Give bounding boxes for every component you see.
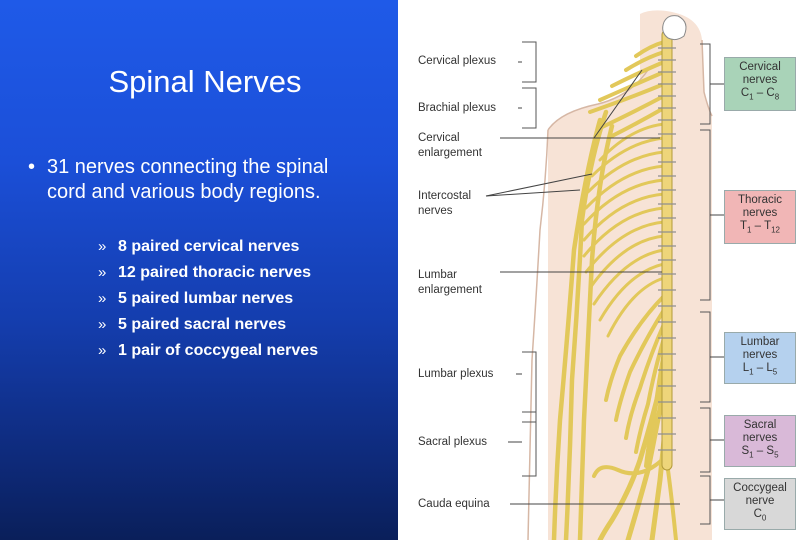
leader-lines xyxy=(485,61,724,505)
sub-bullet-text: 1 pair of coccygeal nerves xyxy=(118,342,319,359)
region-box-cervical: Cervical nerves C1 – C8 xyxy=(724,57,796,111)
label-cervical-enlargement: Cervical enlargement xyxy=(418,131,482,161)
box-range: L1 – L5 xyxy=(742,362,778,377)
slide-title: Spinal Nerves xyxy=(108,64,302,99)
box-range: C0 xyxy=(753,508,767,523)
sub-bullet-item: » 12 paired thoracic nerves xyxy=(98,262,318,288)
sub-bullet-item: » 5 paired lumbar nerves xyxy=(98,288,318,314)
label-line: Cervical xyxy=(418,132,460,144)
label-line: nerves xyxy=(418,205,453,217)
sub-bullet-marker: » xyxy=(98,238,107,255)
box-line: nerves xyxy=(742,207,778,219)
label-line: Lumbar xyxy=(418,269,457,281)
left-brackets xyxy=(522,41,537,477)
bullet-marker: • xyxy=(28,156,36,178)
label-brachial-plexus: Brachial plexus xyxy=(418,102,496,114)
slide-background xyxy=(0,0,398,540)
region-box-thoracic: Thoracic nerves T1 – T12 xyxy=(724,190,796,244)
box-range: T1 – T12 xyxy=(740,220,780,235)
arm-outline xyxy=(527,129,549,540)
label-line: Intercostal xyxy=(418,190,472,202)
spinal-nerves-illustration xyxy=(485,10,724,540)
label-line: enlargement xyxy=(418,147,482,159)
region-box-sacral: Sacral nerves S1 – S5 xyxy=(724,415,796,467)
box-range: S1 – S5 xyxy=(741,445,779,460)
sub-bullet-text: 12 paired thoracic nerves xyxy=(118,264,311,281)
box-line: nerve xyxy=(745,495,775,507)
sub-bullet-marker: » xyxy=(98,316,107,333)
label-lumbar-enlargement: Lumbar enlargement xyxy=(418,268,482,298)
sub-bullet-text: 5 paired sacral nerves xyxy=(118,316,287,333)
sub-bullet-marker: » xyxy=(98,342,107,359)
sub-bullet-marker: » xyxy=(98,290,107,307)
label-intercostal-nerves: Intercostal nerves xyxy=(418,189,471,219)
box-line: Thoracic xyxy=(737,194,783,206)
label-lumbar-plexus: Lumbar plexus xyxy=(418,368,494,380)
sub-bullet-text: 5 paired lumbar nerves xyxy=(118,290,294,307)
sub-bullet-item: » 5 paired sacral nerves xyxy=(98,314,318,340)
main-bullet-text: 31 nerves connecting the spinal cord and… xyxy=(47,156,329,203)
box-line: Coccygeal xyxy=(733,482,787,494)
vertebra-ticks xyxy=(658,47,676,451)
sub-bullet-item: » 8 paired cervical nerves xyxy=(98,236,318,262)
label-cervical-plexus: Cervical plexus xyxy=(418,55,496,67)
box-range: C1 – C8 xyxy=(740,87,780,102)
box-line: Sacral xyxy=(743,419,777,431)
box-line: nerves xyxy=(742,432,778,444)
box-line: Lumbar xyxy=(740,336,780,348)
sub-bullet-item: » 1 pair of coccygeal nerves xyxy=(98,340,318,366)
label-line: enlargement xyxy=(418,284,482,296)
skull-base xyxy=(662,15,687,41)
sub-bullet-text: 8 paired cervical nerves xyxy=(118,238,300,255)
box-line: nerves xyxy=(742,349,778,361)
region-box-coccygeal: Coccygeal nerve C0 xyxy=(724,478,796,530)
nerve-group xyxy=(551,40,678,540)
region-box-lumbar: Lumbar nerves L1 – L5 xyxy=(724,332,796,384)
box-line: Cervical xyxy=(739,61,781,73)
label-cauda-equina: Cauda equina xyxy=(418,498,490,510)
box-line: nerves xyxy=(742,74,778,86)
main-bullet: • 31 nerves connecting the spinal cord a… xyxy=(28,155,368,205)
sub-bullet-marker: » xyxy=(98,264,107,281)
sub-bullet-list: » 8 paired cervical nerves » 12 paired tho… xyxy=(98,236,318,366)
label-sacral-plexus: Sacral plexus xyxy=(418,436,488,448)
